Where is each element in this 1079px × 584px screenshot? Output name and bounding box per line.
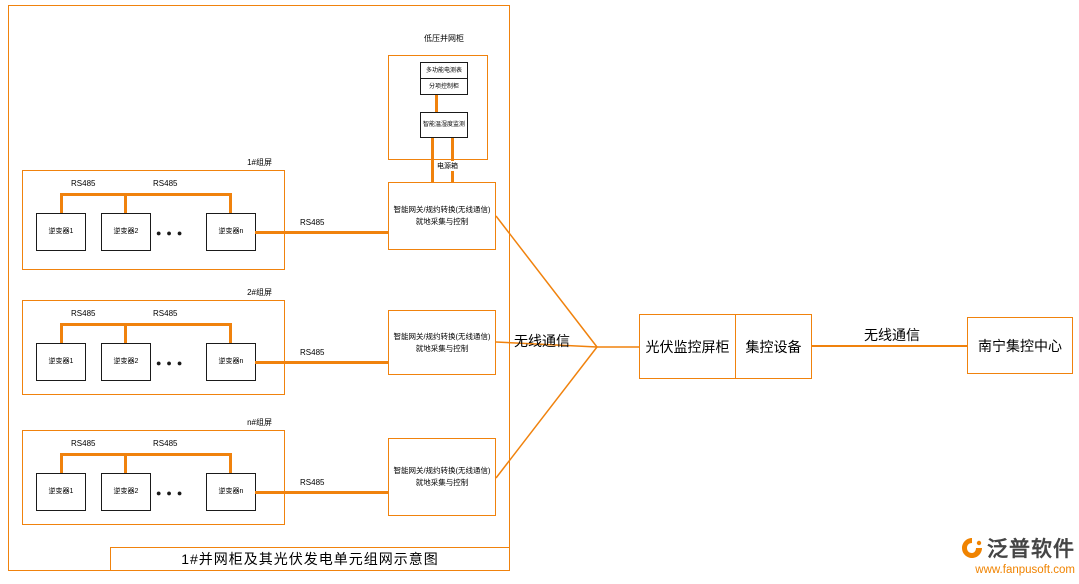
pv-monitor-cabinet-box: 光伏监控屏柜 (639, 314, 736, 379)
multifunction-meter-label: 多功能电测表 (425, 67, 462, 74)
gateway-text-line1: 智能网关/规约转换(无线通信) (393, 331, 491, 341)
bus-drop-wire (229, 193, 232, 213)
gateway-box-1: 智能网关/规约转换(无线通信) 就地采集与控制 (388, 182, 496, 250)
inverter-label: 逆变器2 (113, 228, 139, 236)
rs485-label: RS485 (300, 478, 325, 487)
diagram-title: 1#并网柜及其光伏发电单元组网示意图 (181, 551, 439, 567)
inverter-label: 逆变器2 (113, 488, 139, 496)
inverter-label: 逆变器1 (48, 228, 74, 236)
gateway-text-line2: 就地采集与控制 (415, 217, 469, 226)
bus-drop-wire (60, 453, 63, 473)
central-control-device-label: 集控设备 (745, 338, 802, 355)
group-label-1: 1#组屏 (247, 158, 272, 167)
wireless-comm-label-left: 无线通信 (514, 333, 570, 349)
bus-drop-wire (124, 453, 127, 473)
inverter-label: 逆变器n (218, 228, 244, 236)
lv-cabinet-label: 低压并网柜 (424, 34, 464, 43)
rs485-label: RS485 (300, 218, 325, 227)
pv-monitor-cabinet-label: 光伏监控屏柜 (645, 338, 730, 355)
bus-drop-wire (60, 193, 63, 213)
fanpu-logo-icon (962, 538, 982, 558)
temp-humidity-monitor-label: 智能温湿度监测 (422, 122, 465, 128)
inverter-label: 逆变器2 (113, 358, 139, 366)
rs485-link-line-2 (255, 361, 388, 364)
control-center-box: 南宁集控中心 (967, 317, 1073, 374)
rs485-link-line-3 (255, 491, 388, 494)
inverter-group-2: 2#组屏 RS485 RS485 逆变器1 逆变器2 ●●● 逆变器n (22, 288, 285, 395)
rs485-link-line-1 (255, 231, 388, 234)
inverter-group-1: 1#组屏 RS485 RS485 逆变器1 逆变器2 ●●● 逆变器n (22, 158, 285, 270)
diagram-title-box: 1#并网柜及其光伏发电单元组网示意图 (110, 547, 510, 571)
ellipsis-dots: ●●● (156, 358, 188, 368)
bus-drop-wire (124, 323, 127, 343)
rs485-label: RS485 (71, 179, 96, 188)
inverter-box-n: 逆变器n (206, 343, 256, 381)
ellipsis-dots: ●●● (156, 228, 188, 238)
wireless-comm-label-right: 无线通信 (864, 327, 920, 343)
rs485-label: RS485 (153, 309, 178, 318)
fanpu-url: www.fanpusoft.com (975, 564, 1075, 576)
sub-metering-box: 分项控制柜 (420, 78, 468, 95)
inverter-label: 逆变器n (218, 488, 244, 496)
inverter-box-2: 逆变器2 (101, 343, 151, 381)
multifunction-meter-box: 多功能电测表 (420, 62, 468, 79)
bus-drop-wire (229, 453, 232, 473)
gateway-box-2: 智能网关/规约转换(无线通信) 就地采集与控制 (388, 310, 496, 375)
sub-metering-label: 分项控制柜 (428, 83, 459, 90)
gateway-text-line1: 智能网关/规约转换(无线通信) (393, 205, 491, 214)
inverter-box-1: 逆变器1 (36, 473, 86, 511)
rs485-label: RS485 (71, 439, 96, 448)
inverter-box-2: 逆变器2 (101, 213, 151, 251)
inverter-label: 逆变器n (218, 358, 244, 366)
rs485-bus-line (60, 323, 232, 326)
group-label-n: n#组屏 (247, 418, 272, 427)
gateway-text-line1: 智能网关/规约转换(无线通信) (393, 466, 491, 475)
power-box-label: 电源箱 (436, 161, 459, 171)
lv-cabinet-box (388, 55, 488, 160)
gateway-box-3: 智能网关/规约转换(无线通信) 就地采集与控制 (388, 438, 496, 516)
fanpu-watermark: 泛普软件 www.fanpusoft.com (930, 533, 1075, 576)
fanpu-logo-text: 泛普软件 (987, 538, 1075, 561)
cabinet-gateway-wire-left (431, 138, 434, 182)
inverter-box-n: 逆变器n (206, 473, 256, 511)
gateway-text-line2: 就地采集与控制 (415, 478, 469, 487)
bus-drop-wire (60, 323, 63, 343)
inverter-label: 逆变器1 (48, 488, 74, 496)
inverter-group-n: n#组屏 RS485 RS485 逆变器1 逆变器2 ●●● 逆变器n (22, 418, 285, 525)
meter-sensor-wire (435, 95, 438, 112)
cabinet-gateway-wire-right (451, 138, 454, 182)
inverter-box-1: 逆变器1 (36, 213, 86, 251)
inverter-box-1: 逆变器1 (36, 343, 86, 381)
wireless-link-line (812, 345, 967, 347)
ellipsis-dots: ●●● (156, 488, 188, 498)
rs485-bus-line (60, 193, 232, 196)
central-control-device-box: 集控设备 (735, 314, 812, 379)
rs485-label: RS485 (153, 179, 178, 188)
inverter-box-n: 逆变器n (206, 213, 256, 251)
control-center-label: 南宁集控中心 (978, 337, 1062, 354)
rs485-label: RS485 (71, 309, 96, 318)
bus-drop-wire (124, 193, 127, 213)
rs485-label: RS485 (300, 348, 325, 357)
bus-drop-wire (229, 323, 232, 343)
rs485-bus-line (60, 453, 232, 456)
inverter-label: 逆变器1 (48, 358, 74, 366)
group-label-2: 2#组屏 (247, 288, 272, 297)
rs485-label: RS485 (153, 439, 178, 448)
gateway-text-line2: 就地采集与控制 (415, 343, 469, 353)
temp-humidity-monitor-box: 智能温湿度监测 (420, 112, 468, 138)
inverter-box-2: 逆变器2 (101, 473, 151, 511)
